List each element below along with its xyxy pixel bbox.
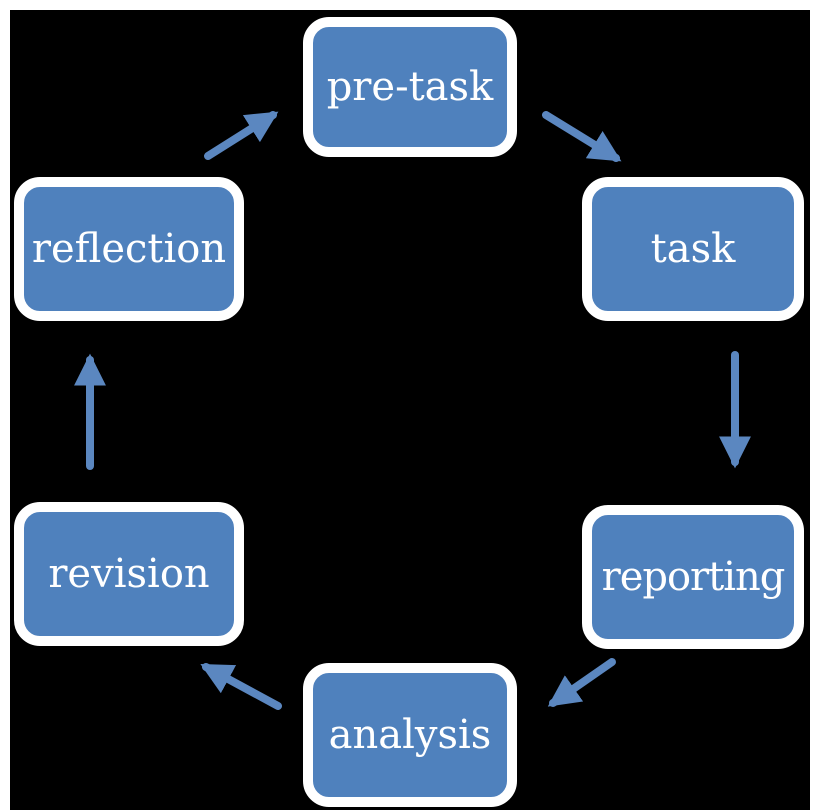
arrow-pretask-to-task bbox=[542, 111, 622, 162]
node-label: reporting bbox=[601, 554, 786, 600]
arrow-reflection-to-pretask bbox=[204, 111, 279, 160]
node-label: reflection bbox=[31, 226, 227, 272]
node-reflection: reflection bbox=[14, 177, 244, 321]
node-label: analysis bbox=[328, 712, 492, 758]
node-label: revision bbox=[48, 551, 210, 597]
node-label: task bbox=[650, 226, 736, 272]
node-reporting: reporting bbox=[582, 505, 804, 649]
node-pre-task: pre-task bbox=[303, 17, 517, 157]
arrow-analysis-to-revision bbox=[200, 663, 282, 710]
node-label: pre-task bbox=[326, 64, 494, 110]
node-task: task bbox=[582, 177, 804, 321]
node-revision: revision bbox=[14, 502, 244, 646]
arrow-reporting-to-analysis bbox=[547, 658, 616, 707]
node-analysis: analysis bbox=[303, 663, 517, 807]
